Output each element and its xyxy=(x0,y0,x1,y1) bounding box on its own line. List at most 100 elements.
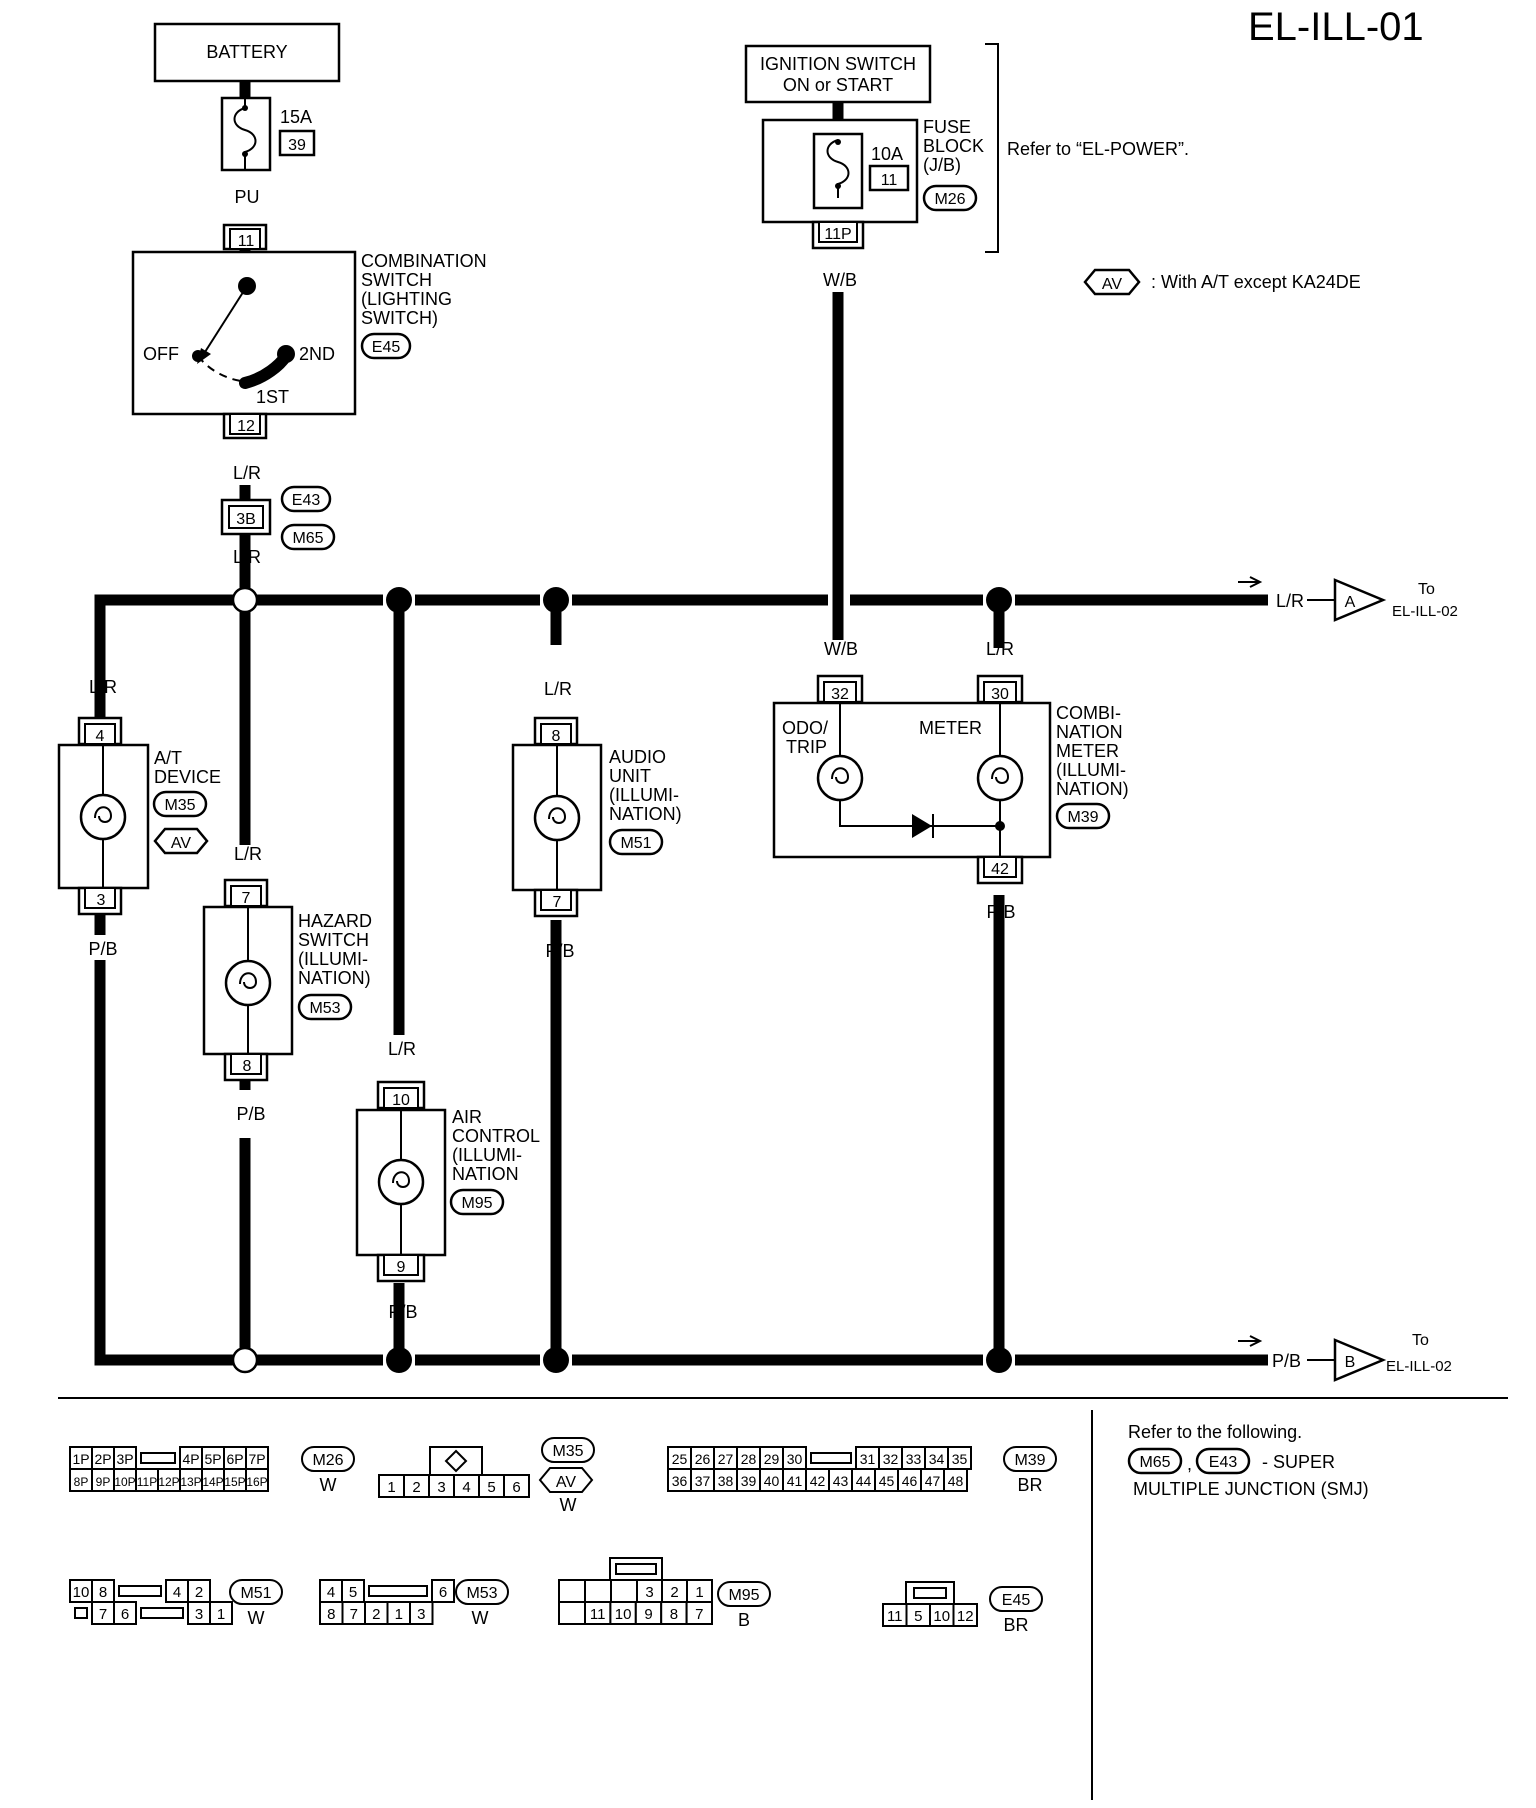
wire-lr: L/R xyxy=(233,463,261,483)
pin-number: 1 xyxy=(217,1606,225,1623)
pin-number: 30 xyxy=(787,1451,803,1467)
ign-label-2: ON or START xyxy=(783,75,893,95)
hazard-switch: L/R 7 8 P/B HAZARD SWITCH (ILLUMI- NATIO… xyxy=(202,844,372,1124)
pin-number: 41 xyxy=(787,1473,803,1489)
pin-number: 4P xyxy=(182,1451,199,1467)
e45-key-slot xyxy=(913,1587,947,1599)
pin-number: 9 xyxy=(644,1606,652,1623)
connector-latch xyxy=(140,1607,184,1619)
term-11: 11 xyxy=(238,233,255,250)
splice xyxy=(386,1347,412,1373)
connector-id-pill xyxy=(455,1579,509,1605)
conn-m53: M53 xyxy=(309,1000,340,1017)
connector-latch xyxy=(74,1607,88,1619)
refer-el-power: Refer to “EL-POWER”. xyxy=(1007,139,1189,159)
cs-label-1: COMBINATION xyxy=(361,251,487,271)
m35-key-diamond xyxy=(444,1449,468,1473)
wire-lr: L/R xyxy=(89,677,117,697)
connector-cavity xyxy=(431,1579,455,1603)
connector-id-pill xyxy=(989,1586,1043,1612)
pin-number: 10P xyxy=(114,1475,135,1489)
pin-number: 6 xyxy=(512,1479,520,1496)
m95-blank xyxy=(584,1579,612,1603)
pin-number: 39 xyxy=(741,1473,757,1489)
m95-blank xyxy=(558,1579,586,1603)
pin-number: 14P xyxy=(202,1475,223,1489)
connector-cavity xyxy=(503,1474,530,1498)
out-a-dest: EL-ILL-02 xyxy=(1392,603,1458,620)
pin-number: 7P xyxy=(248,1451,265,1467)
pin-number: 40 xyxy=(764,1473,780,1489)
term-12: 12 xyxy=(237,418,255,435)
pin-number: 3 xyxy=(437,1479,445,1496)
wire-pb: P/B xyxy=(545,941,574,961)
pos-1st: 1ST xyxy=(256,387,289,407)
legend-tag: AV xyxy=(1102,276,1122,293)
odo-label-2: TRIP xyxy=(786,737,827,757)
conn-m35: M35 xyxy=(164,797,195,814)
m95-key-slot xyxy=(615,1563,657,1575)
pin-3: 3 xyxy=(97,892,106,909)
cs-label-4: SWITCH) xyxy=(361,308,438,328)
ac-label-2: CONTROL xyxy=(452,1126,540,1146)
connector-latch xyxy=(118,1585,162,1597)
pin-number: 6 xyxy=(121,1606,129,1623)
pin-number: 8P xyxy=(74,1475,89,1489)
pin-number: 44 xyxy=(856,1473,872,1489)
pin-number: 35 xyxy=(952,1451,968,1467)
connector-color: BR xyxy=(1003,1615,1028,1635)
ac-label-1: AIR xyxy=(452,1107,482,1127)
conn-e43: E43 xyxy=(292,492,321,509)
connector-latch xyxy=(368,1585,428,1597)
air-control: L/R 10 9 P/B AIR CONTROL (ILLUMI- NATION… xyxy=(355,1039,540,1322)
pin-7: 7 xyxy=(242,890,251,907)
m95-blank xyxy=(558,1601,586,1625)
pin-number: 2 xyxy=(372,1606,380,1623)
connector-id-pill xyxy=(717,1581,771,1607)
pin-8: 8 xyxy=(243,1058,252,1075)
m35-av-tag xyxy=(538,1467,594,1493)
wire-pb: P/B xyxy=(986,902,1015,922)
battery-fuse-amp: 15A xyxy=(280,107,312,127)
combination-switch: 11 OFF 2ND 1ST 12 COMBINATION SWITCH (LI… xyxy=(131,223,487,440)
splice xyxy=(986,1347,1012,1373)
connector-latch xyxy=(140,1452,176,1464)
connector-latch xyxy=(810,1452,852,1464)
pin-number: 48 xyxy=(948,1473,964,1489)
connector-color: W xyxy=(320,1475,337,1495)
junction-smj: L/R 3B E43 M65 L/R xyxy=(220,463,336,567)
meter-label-2: NATION xyxy=(1056,722,1123,742)
conn-m65: M65 xyxy=(292,530,323,547)
pin-number: 13P xyxy=(180,1475,201,1489)
pin-number: 46 xyxy=(902,1473,918,1489)
pin-number: 42 xyxy=(810,1473,826,1489)
conn-m95: M95 xyxy=(461,1195,492,1212)
pin-number: 11P xyxy=(137,1475,157,1489)
hz-label-3: (ILLUMI- xyxy=(298,949,368,969)
connector-cavity xyxy=(409,1601,434,1625)
pin-8: 8 xyxy=(552,728,561,745)
output-b: P/B B To EL-ILL-02 xyxy=(1238,1332,1452,1382)
connector-cavity xyxy=(209,1601,233,1625)
out-a-wire: L/R xyxy=(1276,591,1304,611)
pos-2nd: 2ND xyxy=(299,344,335,364)
conn-m39: M39 xyxy=(1067,809,1098,826)
pin-number: 10 xyxy=(933,1608,950,1625)
connector-color: BR xyxy=(1017,1475,1042,1495)
connector-id: E45 xyxy=(1002,1592,1031,1609)
atd-label-1: A/T xyxy=(154,748,182,768)
pin-number: 3 xyxy=(417,1606,425,1623)
pin-7: 7 xyxy=(553,894,562,911)
au-label-4: NATION) xyxy=(609,804,682,824)
connector-color: W xyxy=(248,1608,265,1628)
notes: Refer to the following. M65 , E43 - SUPE… xyxy=(1127,1422,1369,1499)
battery-label: BATTERY xyxy=(206,42,287,62)
fuse-block-2: BLOCK xyxy=(923,136,984,156)
pos-off: OFF xyxy=(143,344,179,364)
pin-number: 12P xyxy=(158,1475,179,1489)
legend-text: : With A/T except KA24DE xyxy=(1151,272,1361,292)
pin-number: 5 xyxy=(487,1479,495,1496)
tag-av: AV xyxy=(171,835,191,852)
pin-number: 8 xyxy=(99,1584,107,1601)
